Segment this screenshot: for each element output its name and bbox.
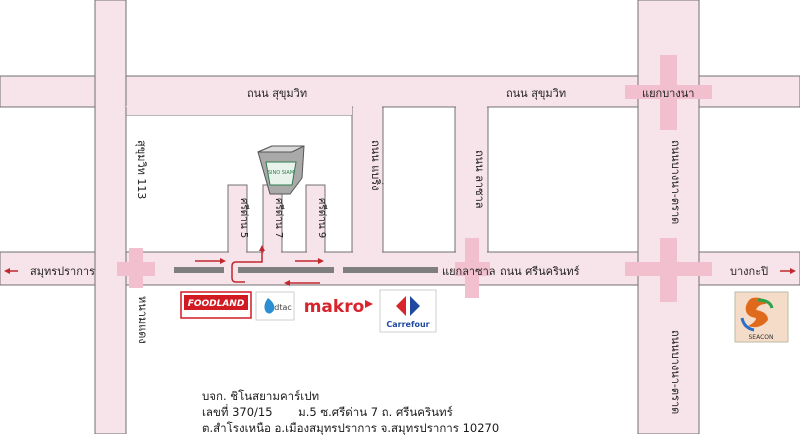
label-sukhumvit-113: สุขุมวิท 113: [135, 140, 148, 199]
road-labels: ถนน สุขุมวิท ถนน สุขุมวิท ถนน ศรีนครินทร…: [135, 87, 682, 414]
carrefour-icon: [396, 296, 420, 316]
label-lasalle-junction: แยกลาซาล: [442, 265, 496, 278]
dtac-label: dtac: [274, 303, 292, 312]
label-lasalle: ถนน ลาซาล: [473, 150, 486, 209]
label-sukhumvit-right: ถนน สุขุมวิท: [506, 87, 566, 100]
label-sridan5: ศรีด่าน 5: [238, 198, 250, 238]
route-arrows: [4, 245, 796, 286]
building-icon: SINO SIAM: [257, 145, 305, 195]
label-bangna-junction: แยกบางนา: [642, 87, 694, 100]
lane-markers: [174, 267, 438, 273]
label-srinakarin: ถนน ศรีนครินทร์: [500, 265, 580, 278]
carrefour-logo: Carrefour: [379, 289, 437, 333]
road-sukhumvit-113: [94, 0, 127, 434]
seacon-label: SEACON: [749, 334, 774, 341]
label-bearing: ถนน แบริ่ง: [369, 140, 384, 191]
junctions: [117, 55, 712, 302]
label-bangna-trad: ถนนบางนา-ตราด: [669, 140, 682, 224]
road-lasalle: [454, 106, 489, 253]
foodland-logo: FOODLAND: [180, 291, 252, 319]
seacon-logo: SEACON: [734, 291, 789, 343]
road-bearing: [351, 106, 384, 253]
carrefour-label: Carrefour: [386, 320, 429, 329]
address-company-name: บจก. ชิโนสยามคาร์เปท: [202, 389, 320, 403]
building-label: SINO SIAM: [268, 170, 294, 176]
label-bangna-trad-lower: ถนนบางนา-ตราด: [669, 330, 682, 414]
seacon-icon: [740, 297, 774, 332]
makro-label: makro: [304, 297, 365, 317]
label-sukhumvit-left: ถนน สุขุมวิท: [247, 87, 307, 100]
label-bangkapi: บางกะปิ: [730, 265, 768, 278]
label-samutprakan: สมุทรปราการ: [30, 265, 95, 278]
address-district: ต.สำโรงเหนือ อ.เมืองสมุทรปราการ จ.สมุทรป…: [202, 421, 500, 435]
label-srisamran: หนามแดง: [136, 296, 149, 344]
label-sridan9: ศรีด่าน 9: [316, 198, 328, 238]
label-sridan7: ศรีด่าน 7: [273, 198, 285, 238]
dtac-logo: dtac: [255, 291, 295, 321]
foodland-label: FOODLAND: [188, 299, 245, 309]
place-labels: สมุทรปราการ บางกะปิ แยกลาซาล แยกบางนา: [30, 87, 768, 278]
company-address: บจก. ชิโนสยามคาร์เปท เลขที่ 370/15 ม.5 ซ…: [202, 388, 622, 436]
address-street: เลขที่ 370/15 ม.5 ซ.ศรีด่าน 7 ถ. ศรีนคริ…: [202, 405, 453, 419]
makro-logo: makro: [300, 292, 375, 318]
